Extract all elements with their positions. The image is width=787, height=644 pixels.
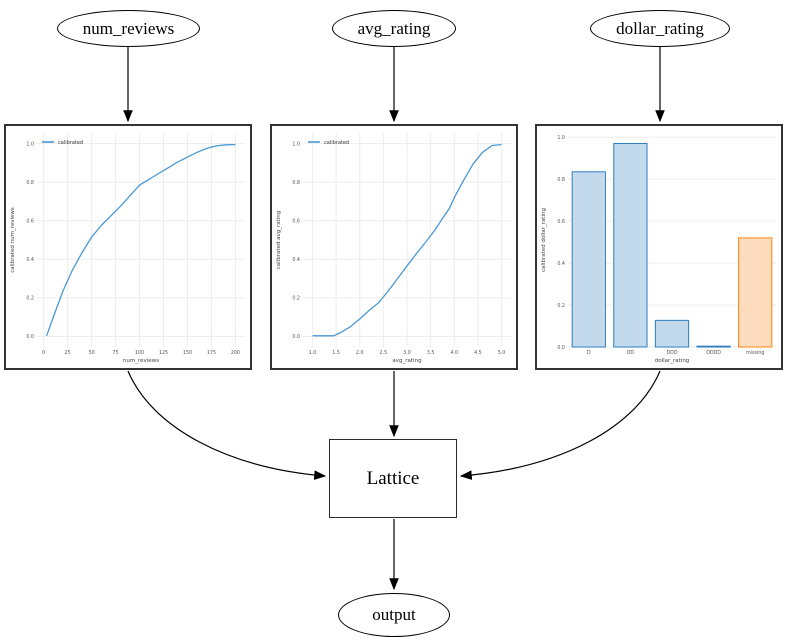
x-tick-label: 3.5	[427, 350, 435, 356]
y-tick-label: 0.6	[557, 219, 565, 225]
calibration-plot-avg-rating: 0.0 0.2 0.4 0.6 0.8 1.0 1.0 1.5 2.0 2.5 3.0 3.5 4.0 4…	[270, 124, 518, 370]
x-tick-label: 2.5	[380, 350, 388, 356]
x-tick-label: 4.5	[474, 350, 482, 356]
x-tick-label: DDD	[666, 350, 677, 356]
legend-label: calibrated	[324, 140, 349, 146]
x-tick-label: 1.0	[309, 350, 317, 356]
x-tick-label: 25	[65, 350, 71, 356]
y-tick-label: 0.2	[26, 296, 34, 302]
y-tick-label: 0.2	[557, 303, 565, 309]
x-axis-label: dollar_rating	[655, 358, 690, 364]
bar-DD	[613, 142, 648, 348]
y-tick-label: 0.4	[557, 261, 565, 267]
x-axis-label: avg_rating	[392, 358, 421, 364]
x-tick-label: D	[587, 350, 591, 356]
node-dollar-rating: dollar_rating	[590, 10, 730, 47]
y-axis-label: calibrated avg_rating	[276, 211, 282, 270]
y-tick-label: 0.0	[292, 334, 300, 340]
x-tick-label: 3.0	[403, 350, 411, 356]
y-tick-label: 0.4	[26, 257, 34, 263]
node-output-label: output	[372, 605, 416, 624]
edge-calibration-dollar-rating-to-lattice	[459, 370, 661, 480]
node-num-reviews: num_reviews	[57, 10, 200, 47]
node-dollar-rating-label: dollar_rating	[616, 18, 704, 38]
x-tick-label: 4.0	[450, 350, 458, 356]
edge-calibration-num-reviews-to-lattice	[127, 370, 327, 480]
x-tick-label: 200	[231, 350, 240, 356]
y-tick-label: 0.6	[292, 219, 300, 225]
bar-DDDD	[696, 345, 731, 348]
y-tick-label: 1.0	[26, 141, 34, 147]
node-lattice-label: Lattice	[366, 467, 420, 489]
calibration-curve	[312, 143, 502, 337]
legend-label: calibrated	[58, 140, 83, 146]
x-tick-label: 1.5	[332, 350, 340, 356]
x-tick-label: 0	[42, 350, 45, 356]
x-tick-label: 125	[159, 350, 168, 356]
node-avg-rating-label: avg_rating	[357, 18, 431, 38]
bar-missing	[738, 237, 773, 348]
x-tick-label: 50	[89, 350, 95, 356]
x-axis-label: num_reviews	[123, 358, 159, 364]
bar-DDD	[654, 319, 690, 348]
y-tick-label: 0.8	[557, 177, 565, 183]
calibration-plot-num-reviews: 0.0 0.2 0.4 0.6 0.8 1.0 0 25 50 75 100 125 150 175 200…	[4, 124, 252, 370]
node-num-reviews-label: num_reviews	[82, 18, 175, 38]
calibration-avg-rating-figure: 0.0 0.2 0.4 0.6 0.8 1.0 1.0 1.5 2.0 2.5 3.0 3.5 4.0 4…	[276, 133, 511, 364]
x-tick-label: missing	[746, 350, 764, 356]
x-tick-label: 175	[207, 350, 216, 356]
y-tick-label: 0.2	[292, 296, 300, 302]
y-tick-label: 0.8	[292, 180, 300, 186]
y-tick-label: 0.6	[26, 219, 34, 225]
bar-D	[571, 171, 606, 348]
x-tick-label: 100	[135, 350, 144, 356]
calibration-curve	[45, 143, 236, 337]
x-tick-label: DD	[627, 350, 635, 356]
x-tick-label: 75	[113, 350, 119, 356]
x-tick-label: 2.0	[356, 350, 364, 356]
x-tick-label: 150	[183, 350, 192, 356]
y-tick-label: 1.0	[292, 141, 300, 147]
node-output: output	[338, 593, 450, 637]
y-axis-label: calibrated num_reviews	[10, 207, 16, 273]
y-tick-label: 0.4	[292, 257, 300, 263]
y-tick-label: 1.0	[557, 135, 565, 141]
node-lattice: Lattice	[329, 439, 457, 518]
y-tick-label: 0.0	[557, 345, 565, 351]
y-tick-label: 0.0	[26, 334, 34, 340]
y-axis-label: calibrated dollar_rating	[541, 208, 547, 272]
x-tick-label: 5.0	[498, 350, 506, 356]
x-tick-label: DDDD	[706, 350, 721, 356]
y-tick-label: 0.8	[26, 180, 34, 186]
calibration-num-reviews-figure: 0.0 0.2 0.4 0.6 0.8 1.0 0 25 50 75 100 125 150 175 200…	[10, 133, 245, 364]
node-avg-rating: avg_rating	[332, 10, 456, 47]
